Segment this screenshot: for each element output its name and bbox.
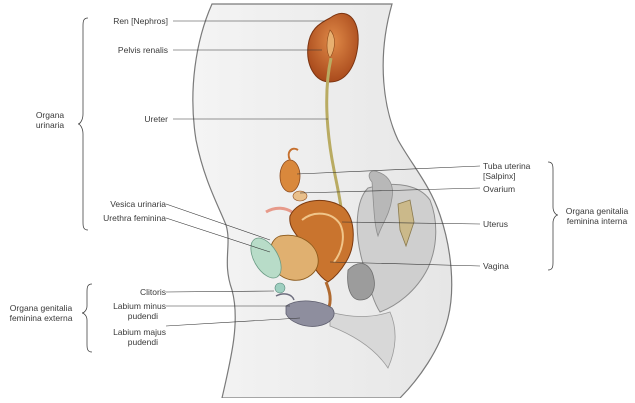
label-pelvis-renalis: Pelvis renalis [72, 45, 168, 55]
label-vesica-urinaria: Vesica urinaria [72, 199, 166, 209]
label-labium-minus-2: pudendi [72, 311, 158, 321]
label-vagina: Vagina [483, 261, 509, 271]
label-ureter: Ureter [72, 114, 168, 124]
group-urinaria-2: urinaria [20, 120, 80, 130]
label-urethra-feminina: Urethra feminina [72, 213, 166, 223]
label-clitoris: Clitoris [72, 287, 166, 297]
group-urinaria-1: Organa [20, 110, 80, 120]
group-genitalia-interna-1: Organa genitalia [560, 206, 634, 216]
label-uterus: Uterus [483, 219, 508, 229]
label-tuba-uterina-2: [Salpinx] [483, 171, 516, 181]
group-genitalia-externa-2: feminina externa [2, 313, 80, 323]
label-ovarium: Ovarium [483, 184, 515, 194]
label-labium-majus-1: Labium majus [72, 327, 166, 337]
label-labium-minus-1: Labium minus [72, 301, 166, 311]
rectum [348, 264, 375, 301]
group-genitalia-externa-1: Organa genitalia [2, 303, 80, 313]
label-ren: Ren [Nephros] [72, 16, 168, 26]
label-labium-majus-2: pudendi [72, 337, 158, 347]
group-genitalia-interna-2: feminina interna [560, 216, 634, 226]
label-tuba-uterina-1: Tuba uterina [483, 161, 530, 171]
